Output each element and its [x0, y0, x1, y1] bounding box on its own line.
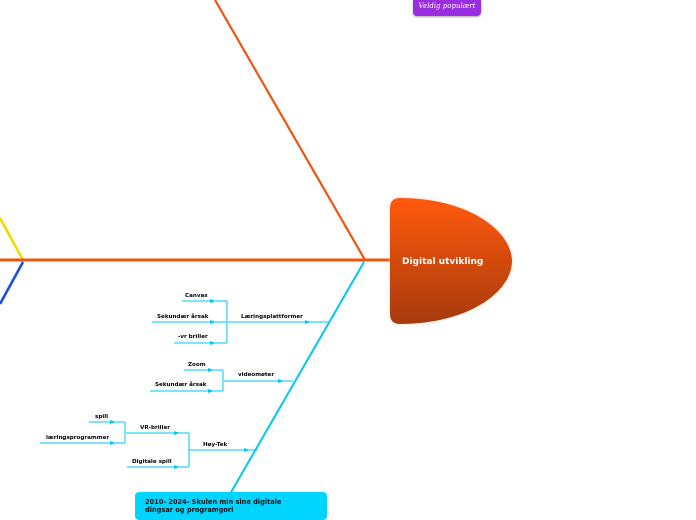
lower-bone — [229, 261, 365, 495]
bottom-box-line-2: dingsar og programgori — [145, 506, 234, 515]
bottom-box-line-1: 2010- 2024- Skulen min sine digitale — [145, 498, 282, 506]
label-vr-briller-child[interactable]: -vr briller — [178, 334, 208, 340]
badge-veldig-populaert[interactable]: Veldig populært — [413, 0, 481, 16]
label-hoy-tek[interactable]: Høy-Tek — [203, 442, 228, 448]
branch-videomoter[interactable] — [150, 368, 293, 393]
head-shape[interactable] — [390, 198, 512, 324]
badge-label: Veldig populært — [418, 2, 476, 10]
bottom-topic-box[interactable]: 2010- 2024- Skulen min sine digitale din… — [135, 492, 327, 520]
yellow-bone — [0, 217, 25, 261]
label-zoom[interactable]: Zoom — [188, 362, 206, 368]
blue-bone — [0, 261, 25, 305]
label-laeringsplattformer[interactable]: Læringsplattformer — [241, 314, 303, 320]
label-spill[interactable]: spill — [95, 414, 108, 420]
label-videomoter[interactable]: videomøter — [238, 372, 274, 378]
label-sekundaer-arsak-2[interactable]: Sekundær årsak — [155, 381, 207, 388]
head-label[interactable]: Digital utvikling — [402, 257, 483, 267]
label-laeringsprogrammer[interactable]: læringsprogrammer — [46, 435, 109, 441]
label-digitale-spill[interactable]: Digitale spill — [132, 459, 172, 465]
label-vr-briller[interactable]: VR-briller — [140, 425, 170, 431]
branch-hoy-tek[interactable] — [126, 431, 257, 469]
branch-vr-briller[interactable] — [40, 420, 126, 445]
label-canvas[interactable]: Canvas — [185, 293, 208, 299]
upper-bone — [214, 0, 366, 261]
label-sekundaer-arsak-1[interactable]: Sekundær årsak — [157, 313, 209, 320]
branch-laeringsplattformer[interactable] — [152, 299, 330, 345]
